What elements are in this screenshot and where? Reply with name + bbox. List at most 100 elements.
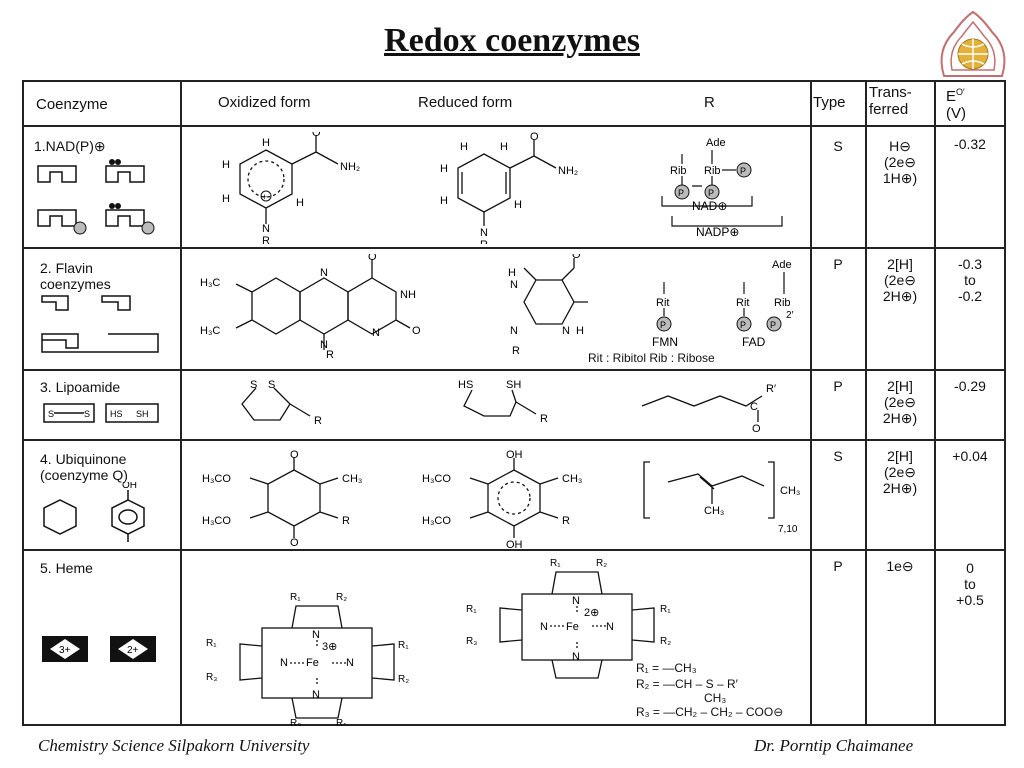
svg-text:CH₃: CH₃: [704, 505, 724, 517]
svg-text:FMN: FMN: [652, 335, 678, 349]
svg-text:R₂: R₂: [398, 674, 409, 685]
svg-text:SH: SH: [136, 409, 149, 419]
svg-text:+: +: [262, 192, 267, 202]
svg-text:Ade: Ade: [706, 137, 726, 149]
type-lipoamide: P: [833, 378, 843, 394]
svg-text:N: N: [280, 657, 288, 669]
heme-r1-legend: R₁ = —CH₃: [636, 661, 697, 675]
svg-text:Ade: Ade: [772, 259, 792, 271]
svg-text:R₂: R₂: [660, 636, 671, 647]
svg-text:H₃C: H₃C: [200, 325, 220, 337]
flavin-legend-note: Rit : Ribitol Rib : Ribose: [588, 351, 715, 365]
svg-text:CH₃: CH₃: [342, 473, 362, 485]
svg-text:O: O: [368, 254, 377, 263]
transferred-nad: H⊖(2e⊖1H⊕): [882, 138, 918, 186]
svg-text:R: R: [262, 235, 270, 244]
heme-r2-ch3: CH₃: [704, 691, 727, 705]
heme-schematic-icons: 3+ 2+: [42, 636, 156, 662]
svg-text:H: H: [460, 141, 468, 153]
row-name-nad: 1.NAD(P)⊕: [34, 138, 106, 154]
svg-text:H: H: [500, 141, 508, 153]
svg-text:R: R: [342, 515, 350, 527]
svg-text:N: N: [562, 325, 570, 337]
svg-text:R₁: R₁: [660, 604, 671, 615]
row-name-lipoamide: 3. Lipoamide: [40, 379, 121, 395]
header-oxidized: Oxidized form: [218, 94, 311, 111]
svg-text:N: N: [572, 595, 580, 607]
svg-text:P: P: [678, 188, 684, 198]
svg-text:R: R: [326, 349, 334, 361]
e0-ubiquinone: +0.04: [952, 448, 988, 464]
svg-text:H₃C: H₃C: [200, 277, 220, 289]
type-nad: S: [833, 138, 843, 154]
footer-left: Chemistry Science Silpakorn University: [38, 736, 310, 755]
svg-text:R₂: R₂: [336, 592, 347, 603]
svg-text:R₁: R₁: [398, 640, 409, 651]
header-coenzyme: Coenzyme: [36, 96, 108, 113]
svg-text:O: O: [290, 449, 299, 461]
row-name-flavin: 2. Flavin coenzymes: [40, 260, 111, 292]
svg-text:OH: OH: [506, 539, 523, 548]
svg-text:H: H: [296, 197, 304, 209]
svg-text:Fe: Fe: [566, 621, 579, 633]
ubiquinone-schematic-icons: OH: [43, 482, 145, 542]
svg-text:R: R: [540, 413, 548, 425]
svg-text:Rib: Rib: [774, 297, 791, 309]
svg-text:CH₃: CH₃: [562, 473, 582, 485]
svg-text:R₃: R₃: [206, 672, 217, 683]
transferred-lipoamide: 2[H](2e⊖2H⊕): [882, 378, 918, 426]
nad-schematic-icons: [37, 159, 155, 235]
svg-text:P: P: [708, 188, 714, 198]
svg-text:OH: OH: [506, 449, 523, 461]
svg-text:3+: 3+: [59, 645, 71, 656]
svg-text:CH₃: CH₃: [780, 485, 800, 497]
svg-text:N: N: [510, 279, 518, 291]
flavin-schematic-icons: [41, 295, 159, 353]
svg-text:N: N: [320, 267, 328, 279]
svg-text:P: P: [740, 166, 746, 176]
svg-text:H: H: [262, 137, 270, 149]
coenzyme-table: Coenzyme Oxidized form Reduced form R Ty…: [22, 80, 1006, 726]
transferred-ubiquinone: 2[H](2e⊖2H⊕): [882, 448, 918, 496]
svg-text:NAD⊕: NAD⊕: [692, 199, 727, 213]
svg-text:O: O: [412, 325, 421, 337]
svg-text:N: N: [480, 227, 488, 239]
svg-text:Rib: Rib: [704, 165, 721, 177]
heme-r2-legend: R₂ = —CH – S – R′: [636, 677, 738, 691]
svg-text:2+: 2+: [127, 645, 139, 656]
svg-text:R₁: R₁: [466, 604, 477, 615]
svg-text:R: R: [512, 345, 520, 357]
svg-text:N: N: [346, 657, 354, 669]
header-transferred: Trans-ferred: [869, 84, 912, 118]
header-e0: EO′(V): [946, 87, 966, 122]
heme-r3-legend: R₃ = —CH₂ – CH₂ – COO⊖: [636, 705, 784, 719]
svg-text:R′: R′: [766, 383, 776, 395]
svg-text:P: P: [660, 320, 666, 330]
svg-text:P: P: [770, 320, 776, 330]
nad-r-group: Ade Rib Rib P P P NAD⊕ NADP⊕: [661, 137, 783, 239]
row-name-ubiquinone: 4. Ubiquinone (coenzyme Q): [40, 451, 128, 483]
type-flavin: P: [833, 256, 843, 272]
svg-text:H₃CO: H₃CO: [202, 473, 231, 485]
svg-text:Rib: Rib: [670, 165, 687, 177]
svg-text:2⊕: 2⊕: [584, 607, 599, 619]
svg-text:R: R: [562, 515, 570, 527]
svg-text:R₁: R₁: [336, 718, 347, 726]
svg-text:7,10: 7,10: [778, 524, 798, 535]
type-ubiquinone: S: [833, 448, 843, 464]
svg-text:R₁: R₁: [290, 592, 301, 603]
page-title: Redox coenzymes: [384, 22, 640, 59]
svg-text:N: N: [320, 339, 328, 351]
svg-text:H₃CO: H₃CO: [422, 515, 451, 527]
svg-text:H: H: [440, 195, 448, 207]
svg-text:Rit: Rit: [736, 297, 749, 309]
svg-text:FAD: FAD: [742, 335, 766, 349]
svg-text:NH₂: NH₂: [340, 161, 360, 173]
header-type: Type: [813, 94, 846, 111]
